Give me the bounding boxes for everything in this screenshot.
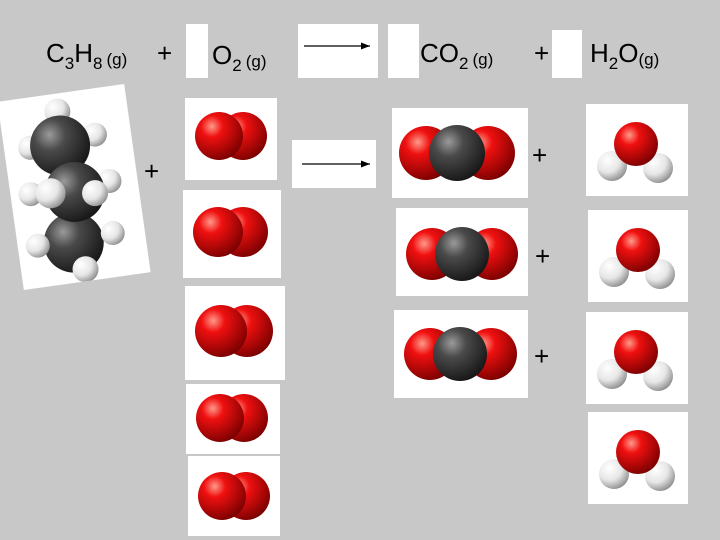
co2-molecule <box>396 208 528 296</box>
h2o-molecule <box>588 412 688 504</box>
h2o-molecule-icon <box>597 330 673 391</box>
h2o-molecule-icon <box>599 228 675 289</box>
h2o-molecule <box>588 210 688 302</box>
o2-coefficient-blank <box>186 24 208 78</box>
o2-molecule-icon <box>195 305 273 357</box>
model-plus-sign: + <box>144 156 160 186</box>
h2o-molecule <box>586 104 688 196</box>
o2-molecule-icon <box>193 207 268 257</box>
o2-molecule-icon <box>195 112 267 160</box>
co2-molecule-icon <box>404 327 517 381</box>
o2-molecule <box>185 286 285 380</box>
model-plus-sign: + <box>532 140 548 170</box>
o2-molecule-icon <box>196 394 268 442</box>
o2-molecule <box>185 98 277 180</box>
oxygen-formula: O2(g) <box>212 40 267 75</box>
o2-molecule <box>186 384 280 454</box>
reaction-arrow-icon <box>302 160 370 168</box>
water-formula: H2O(g) <box>590 38 660 73</box>
co2-molecule <box>394 310 528 398</box>
model-plus-sign: + <box>535 241 551 271</box>
co2-coefficient-blank <box>388 24 419 78</box>
co2-molecule <box>392 108 528 198</box>
h2o-molecule-icon <box>599 430 675 491</box>
o2-molecule-icon <box>198 472 270 520</box>
propane-model <box>0 84 151 290</box>
h2o-molecule <box>586 312 688 404</box>
model-arrow-box <box>292 140 376 188</box>
plus-sign: + <box>157 38 173 68</box>
propane-formula: C3H8(g) <box>46 38 128 73</box>
h2o-molecule-icon <box>597 122 673 183</box>
model-plus-sign: + <box>534 341 550 371</box>
plus-sign: + <box>534 38 550 68</box>
co2-molecule-icon <box>399 125 515 181</box>
o2-molecule <box>188 456 280 536</box>
co2-formula: CO2(g) <box>420 38 494 73</box>
propane-molecule-icon <box>18 98 125 283</box>
co2-molecule-icon <box>406 227 518 281</box>
o2-molecule <box>183 190 281 278</box>
reaction-arrow-icon <box>304 42 370 50</box>
reaction-arrow-box <box>298 24 378 78</box>
h2o-coefficient-blank <box>552 30 582 78</box>
